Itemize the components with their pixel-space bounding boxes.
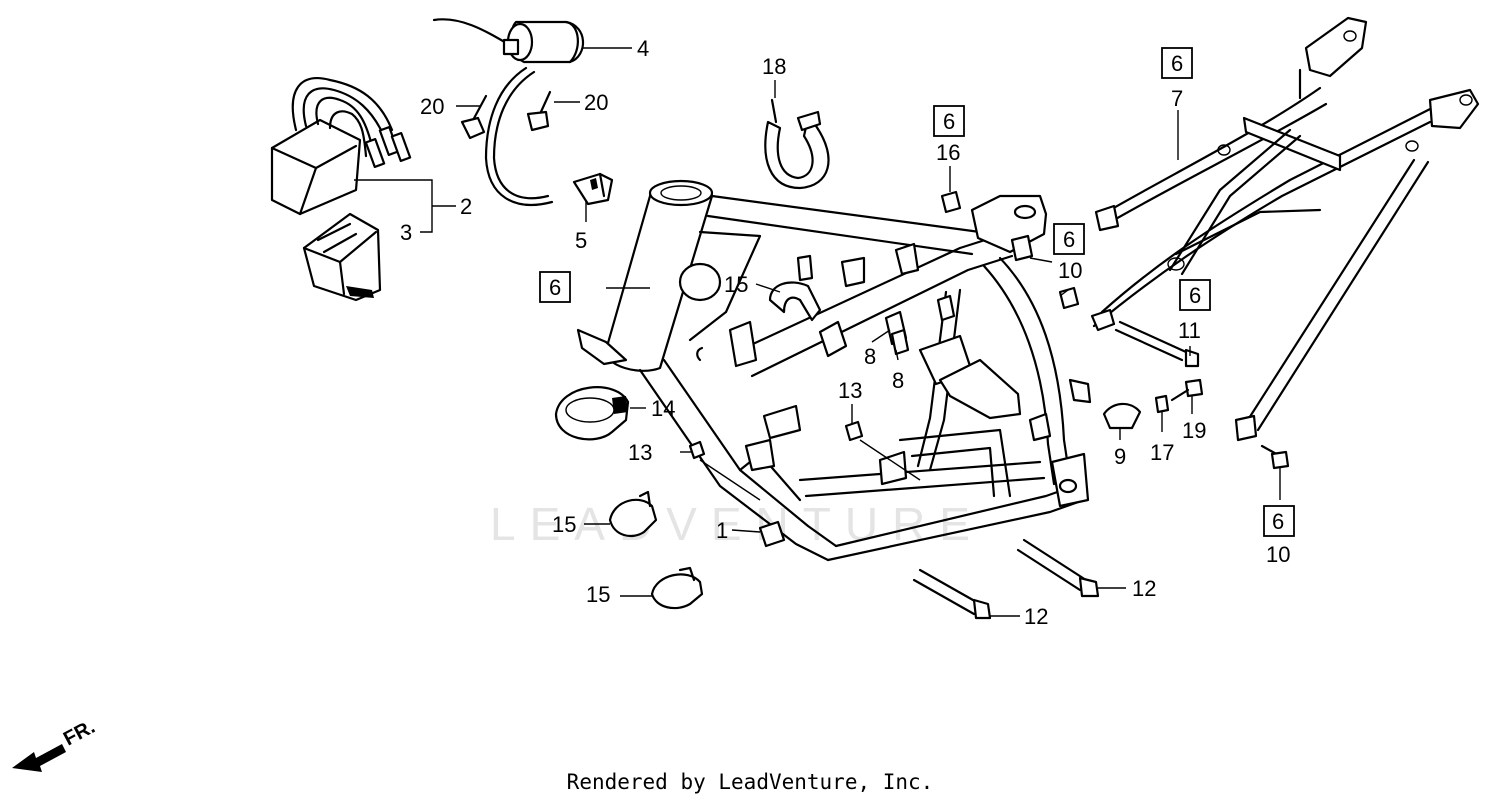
- callout-3: 3: [400, 220, 412, 245]
- callout-17: 17: [1150, 440, 1174, 465]
- clamp-upper[interactable]: [768, 281, 822, 322]
- wire-clamp[interactable]: [764, 98, 830, 190]
- nut-16[interactable]: [940, 190, 962, 214]
- nut-10[interactable]: [1058, 286, 1080, 310]
- callout-6-shock-mount: 6: [1063, 227, 1075, 252]
- footer-credit: Rendered by LeadVenture, Inc.: [566, 770, 934, 794]
- callout-6-bolt: 6: [1189, 283, 1201, 308]
- callout-16: 16: [936, 140, 960, 165]
- callout-10-lower: 10: [1266, 542, 1290, 567]
- rear-sub-frame[interactable]: [1090, 16, 1480, 442]
- callout-20-right: 20: [584, 90, 608, 115]
- callout-5: 5: [575, 228, 587, 253]
- callout-8-upper: 8: [864, 344, 876, 369]
- callout-8-lower: 8: [892, 368, 904, 393]
- clamp-lower[interactable]: [650, 566, 704, 610]
- engine-mount-bolt-lower[interactable]: [912, 568, 992, 620]
- nut-left[interactable]: [688, 440, 706, 460]
- callout-6-nut: 6: [943, 109, 955, 134]
- bracket-lower[interactable]: [890, 328, 910, 356]
- callout-7: 7: [1171, 86, 1183, 111]
- bolt-11[interactable]: [1114, 320, 1200, 368]
- callout-14: 14: [651, 396, 675, 421]
- bolt-10-right[interactable]: [1260, 444, 1290, 470]
- callout-6-lower-bolt: 6: [1272, 509, 1284, 534]
- collar-9[interactable]: [1102, 402, 1142, 430]
- coil-bolt-left[interactable]: [460, 94, 488, 140]
- bushing[interactable]: [758, 520, 786, 548]
- callout-2: 2: [460, 194, 472, 219]
- callout-12-lower: 12: [1024, 604, 1048, 629]
- spark-plug-cap[interactable]: [572, 172, 614, 206]
- callout-15-upper: 15: [724, 272, 748, 297]
- bolt-19[interactable]: [1170, 378, 1204, 402]
- coil-bolt-right[interactable]: [526, 90, 552, 132]
- nut-17[interactable]: [1154, 394, 1170, 414]
- callout-10-upper: 10: [1058, 258, 1082, 283]
- callout-labels: 4 2 3 20 20 5 18 16 7 10 11 15 8 8 13 13…: [400, 36, 1295, 629]
- cdi-unit[interactable]: [270, 77, 412, 216]
- callout-6-main-frame: 6: [549, 275, 561, 300]
- cdi-rubber-mount[interactable]: [302, 212, 382, 302]
- clamp-middle[interactable]: [608, 490, 658, 538]
- callout-13-middle: 13: [838, 378, 862, 403]
- leader-lines: [354, 47, 1281, 617]
- callout-19: 19: [1182, 418, 1206, 443]
- engine-mount-bolt-upper[interactable]: [1016, 538, 1100, 598]
- callout-4: 4: [637, 36, 649, 61]
- watermark: LEADVENTURE: [490, 498, 984, 550]
- nut-middle[interactable]: [844, 420, 864, 442]
- front-label: FR.: [60, 716, 99, 751]
- callout-6-rear-frame: 6: [1171, 51, 1183, 76]
- callout-12-upper: 12: [1132, 576, 1156, 601]
- front-direction-arrow-icon: FR.: [12, 716, 99, 772]
- main-frame[interactable]: [576, 179, 1092, 562]
- callout-20-left: 20: [420, 94, 444, 119]
- callout-9: 9: [1114, 444, 1126, 469]
- callout-13-left: 13: [628, 440, 652, 465]
- callout-15-middle: 15: [552, 512, 576, 537]
- callout-15-lower: 15: [586, 582, 610, 607]
- callout-18: 18: [762, 54, 786, 79]
- callout-11: 11: [1178, 318, 1201, 343]
- band-clamp[interactable]: [554, 386, 630, 441]
- ignition-coil[interactable]: [432, 18, 585, 206]
- callout-1: 1: [716, 518, 728, 543]
